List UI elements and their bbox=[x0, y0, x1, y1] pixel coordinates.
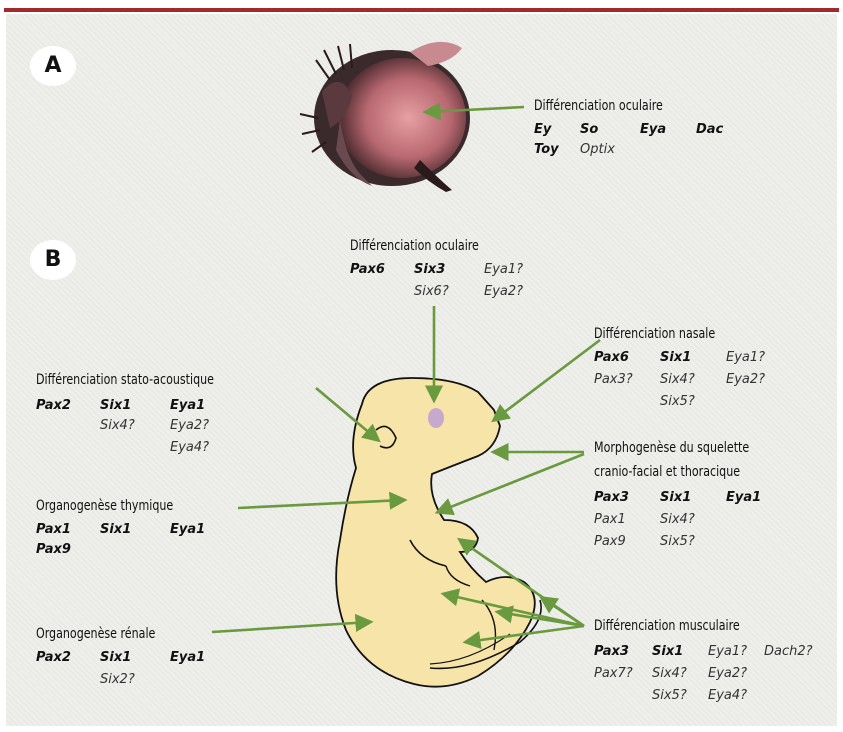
gene: Six4? bbox=[652, 666, 687, 681]
gene: Pax3? bbox=[594, 372, 633, 387]
thymic-title: Organogenèse thymique bbox=[36, 498, 173, 514]
nasal-title: Différenciation nasale bbox=[594, 326, 715, 342]
panel-a-badge: A bbox=[30, 46, 76, 86]
gene: Eya1 bbox=[170, 522, 205, 537]
gene: Eya bbox=[640, 122, 666, 137]
gene: Pax3 bbox=[594, 490, 629, 505]
gene: So bbox=[580, 122, 598, 137]
gene: Eya1 bbox=[726, 490, 761, 505]
gene: Pax2 bbox=[36, 398, 71, 413]
gene: Eya2? bbox=[170, 418, 209, 433]
skeleton-title-line2: cranio-facial et thoracique bbox=[594, 464, 740, 480]
gene: Pax1 bbox=[36, 522, 71, 537]
gene: Eya1 bbox=[170, 650, 205, 665]
fly-head-image bbox=[300, 42, 470, 192]
muscular-title: Différenciation musculaire bbox=[594, 618, 740, 634]
panel-b-badge: B bbox=[30, 240, 76, 280]
gene: Six6? bbox=[414, 284, 449, 299]
gene: Eya2? bbox=[726, 372, 765, 387]
gene: Six4? bbox=[660, 372, 695, 387]
gene: Six5? bbox=[660, 534, 695, 549]
gene: Pax7? bbox=[594, 666, 633, 681]
gene: Eya2? bbox=[708, 666, 747, 681]
mouse-embryo-drawing bbox=[336, 378, 541, 687]
gene: Optix bbox=[580, 142, 615, 157]
renal-title: Organogenèse rénale bbox=[36, 626, 155, 642]
gene: Eya1? bbox=[708, 644, 747, 659]
gene: Pax6 bbox=[594, 350, 629, 365]
gene: Dac bbox=[696, 122, 723, 137]
ocular-a-title: Différenciation oculaire bbox=[534, 98, 663, 114]
gene: Six1 bbox=[100, 650, 131, 665]
gene: Six4? bbox=[660, 512, 695, 527]
gene: Six1 bbox=[100, 398, 131, 413]
skeleton-title: Morphogenèse du squelette bbox=[594, 440, 749, 456]
gene: Ey bbox=[534, 122, 551, 137]
gene: Eya1 bbox=[170, 398, 205, 413]
gene: Six1 bbox=[660, 350, 691, 365]
gene: Six1 bbox=[652, 644, 683, 659]
gene: Eya2? bbox=[484, 284, 523, 299]
stato-title: Différenciation stato-acoustique bbox=[36, 372, 214, 388]
gene: Eya4? bbox=[170, 440, 209, 455]
gene: Pax9 bbox=[36, 542, 71, 557]
ocular-b-title: Différenciation oculaire bbox=[350, 238, 479, 254]
gene: Six1 bbox=[100, 522, 131, 537]
gene: Six4? bbox=[100, 418, 135, 433]
arrow-nasal bbox=[494, 340, 600, 420]
gene: Pax1 bbox=[594, 512, 626, 527]
gene: Pax2 bbox=[36, 650, 71, 665]
gene: Eya1? bbox=[484, 262, 523, 277]
gene: Pax3 bbox=[594, 644, 629, 659]
gene: Six5? bbox=[660, 394, 695, 409]
gene: Six2? bbox=[100, 672, 135, 687]
gene: Six5? bbox=[652, 688, 687, 703]
gene: Toy bbox=[534, 142, 559, 157]
gene: Pax6 bbox=[350, 262, 385, 277]
gene: Pax9 bbox=[594, 534, 626, 549]
gene: Eya1? bbox=[726, 350, 765, 365]
gene: Six1 bbox=[660, 490, 691, 505]
gene: Dach2? bbox=[764, 644, 813, 659]
gene: Eya4? bbox=[708, 688, 747, 703]
gene: Six3 bbox=[414, 262, 445, 277]
